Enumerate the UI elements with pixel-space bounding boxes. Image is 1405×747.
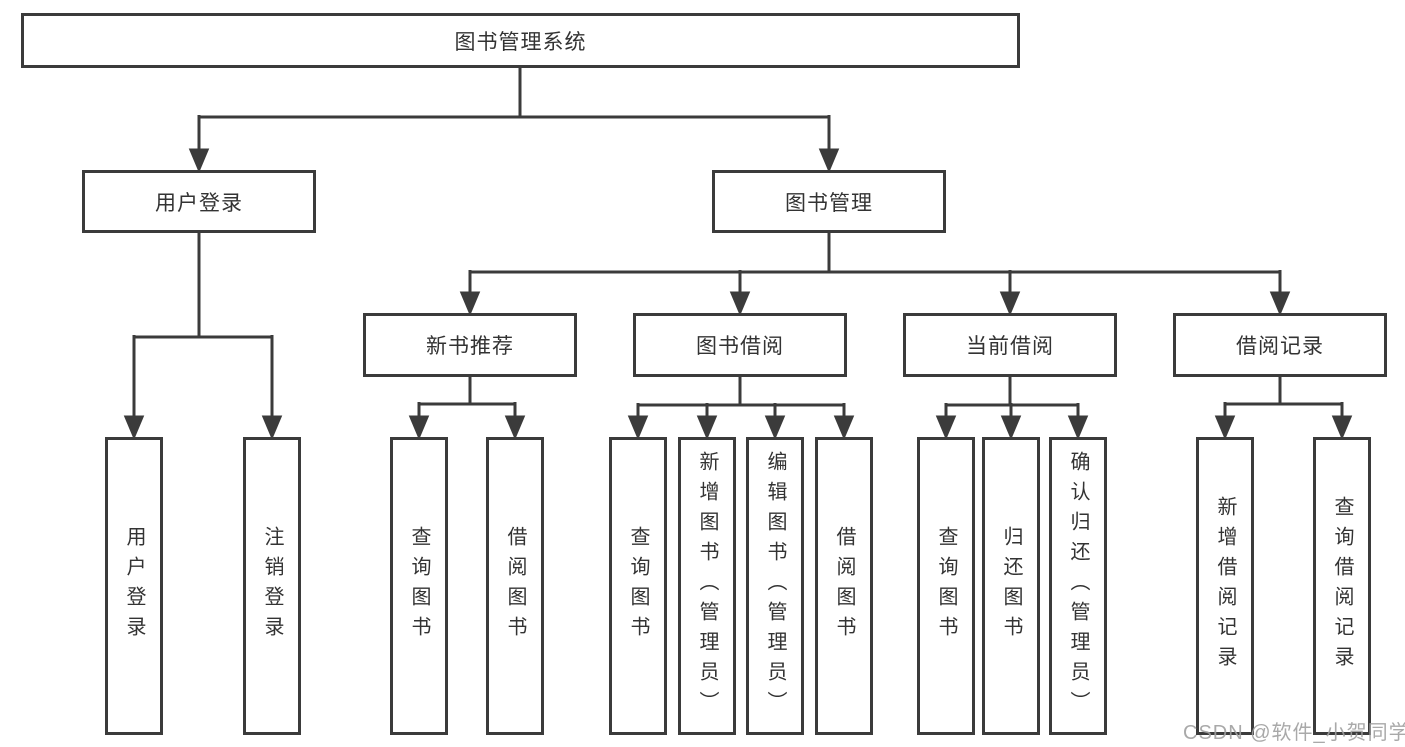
node-label: 查询图书 — [627, 526, 649, 646]
node-label: 查询图书 — [935, 526, 957, 646]
node-label: 注销登录 — [261, 526, 283, 646]
node-label: 用户登录 — [155, 191, 243, 215]
node-label: 图书管理系统 — [454, 30, 587, 54]
node-label: 借阅图书 — [833, 526, 855, 646]
node-library-management-system: 图书管理系统 — [21, 13, 1020, 68]
leaf-user-login: 用户登录 — [105, 437, 163, 735]
node-borrowing-records: 借阅记录 — [1173, 313, 1387, 377]
node-label: 新增图书（管理员） — [696, 451, 718, 721]
leaf-query-borrow-record: 查询借阅记录 — [1313, 437, 1371, 735]
node-current-borrowing: 当前借阅 — [903, 313, 1117, 377]
leaf-query-books-recommend: 查询图书 — [390, 437, 448, 735]
csdn-watermark: CSDN @软件_小贺同学 — [1183, 722, 1405, 744]
node-label: 图书管理 — [785, 191, 873, 215]
node-label: 确认归还（管理员） — [1067, 451, 1089, 721]
leaf-add-borrow-record: 新增借阅记录 — [1196, 437, 1254, 735]
leaf-borrow-books: 借阅图书 — [815, 437, 873, 735]
node-label: 当前借阅 — [966, 335, 1054, 358]
node-label: 查询图书 — [408, 526, 430, 646]
node-user-login: 用户登录 — [82, 170, 316, 233]
node-label: 借阅记录 — [1236, 335, 1324, 358]
node-label: 归还图书 — [1000, 526, 1022, 646]
node-label: 新书推荐 — [426, 335, 514, 358]
node-label: 新增借阅记录 — [1214, 496, 1236, 676]
node-label: 查询借阅记录 — [1331, 496, 1353, 676]
leaf-edit-books-admin: 编辑图书（管理员） — [746, 437, 804, 735]
leaf-borrow-books-recommend: 借阅图书 — [486, 437, 544, 735]
leaf-logout: 注销登录 — [243, 437, 301, 735]
node-label: 编辑图书（管理员） — [764, 451, 786, 721]
leaf-query-books-borrow: 查询图书 — [609, 437, 667, 735]
node-label: 用户登录 — [123, 526, 145, 646]
node-book-management: 图书管理 — [712, 170, 946, 233]
node-book-borrowing: 图书借阅 — [633, 313, 847, 377]
leaf-query-books-current: 查询图书 — [917, 437, 975, 735]
node-label: 图书借阅 — [696, 335, 784, 358]
leaf-confirm-return-admin: 确认归还（管理员） — [1049, 437, 1107, 735]
node-new-book-recommendation: 新书推荐 — [363, 313, 577, 377]
leaf-add-books-admin: 新增图书（管理员） — [678, 437, 736, 735]
node-label: 借阅图书 — [504, 526, 526, 646]
leaf-return-books: 归还图书 — [982, 437, 1040, 735]
